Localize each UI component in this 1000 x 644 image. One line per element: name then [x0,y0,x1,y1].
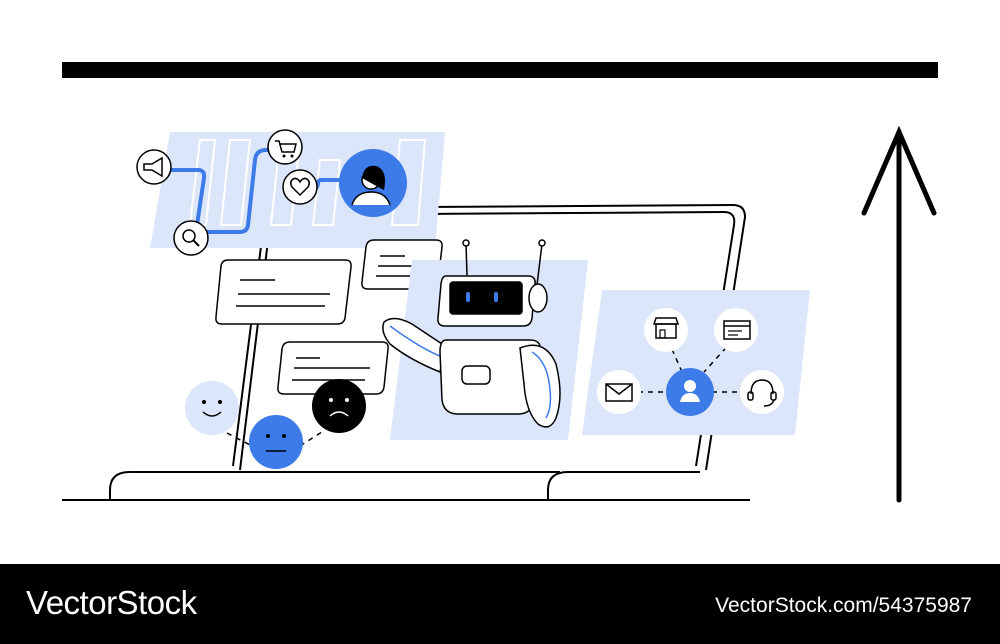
happy-face-icon [185,381,239,435]
up-arrow-icon [861,125,937,503]
search-icon [173,220,209,256]
shopping-cart-icon [267,129,303,165]
illustration [62,62,938,503]
top-bar [62,62,938,78]
laptop [62,203,750,501]
brand-logo-text[interactable]: VectorStock [26,584,197,621]
browser-window-icon [714,308,758,352]
heart-icon [282,169,318,205]
megaphone-icon [136,149,172,185]
envelope-icon [597,370,641,414]
image-credit[interactable]: VectorStock.com/54375987 [715,594,972,617]
neutral-face-icon [249,415,303,469]
sad-face-icon [312,379,366,433]
user-avatar-icon [339,149,407,217]
user-icon [666,368,714,416]
chat-bubble [215,259,352,325]
footer-bar: VectorStock VectorStock.com/54375987 [0,564,1000,644]
headset-icon [740,370,784,414]
chat-bubble [277,341,389,395]
storefront-icon [644,308,688,352]
robot-icon [382,239,561,428]
